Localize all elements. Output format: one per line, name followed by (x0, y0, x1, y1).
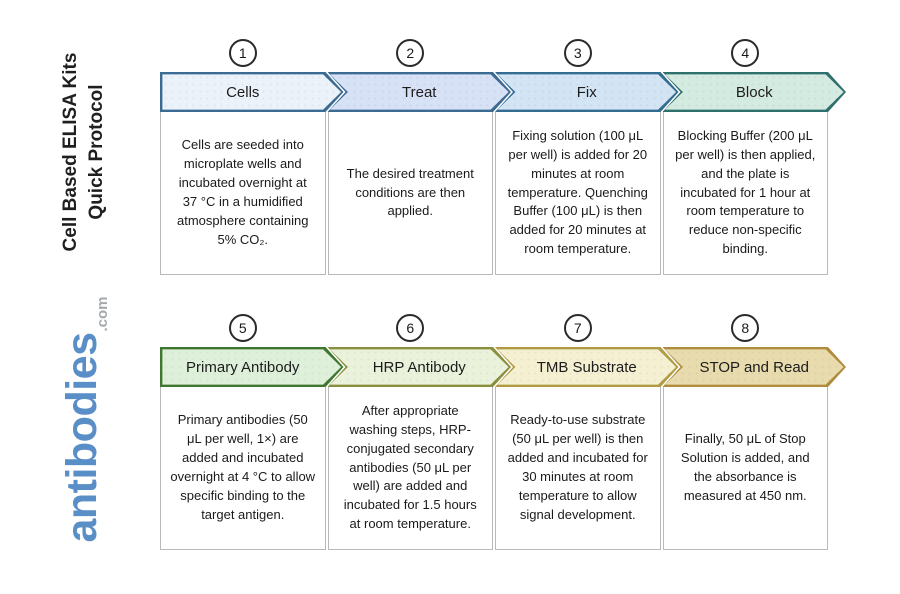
step-column-2: 2 Treat The desired treatment conditions… (327, 39, 494, 275)
step-description: After appropriate washing steps, HRP-con… (343, 403, 477, 532)
step-column-6: 6 HRP Antibody After appropriate washing… (327, 314, 494, 550)
step-number: 1 (238, 45, 247, 61)
page-title-line2: Quick Protocol (86, 84, 107, 220)
brand-logo-text: antibodies (58, 332, 106, 543)
step-column-1: 1 Cells Cells are seeded into microplate… (160, 39, 326, 275)
step-banner-arrow: Cells (160, 72, 344, 112)
step-label: Block (735, 83, 773, 101)
step-banner-arrow: Block (663, 72, 847, 112)
page-title-line1: Cell Based ELISA Kits (60, 52, 81, 252)
step-number-badge: 2 (396, 39, 425, 67)
step-description: Finally, 50 μL of Stop Solution is added… (680, 431, 810, 503)
step-number-badge: 3 (563, 39, 592, 67)
step-description-box: After appropriate washing steps, HRP-con… (327, 387, 493, 550)
step-number-badge: 5 (228, 314, 257, 342)
step-label: Primary Antibody (186, 358, 300, 376)
step-description: Fixing solution (100 μL per well) is add… (507, 128, 648, 257)
step-column-5: 5 Primary Antibody Primary antibodies (5… (160, 314, 326, 550)
step-label: TMB Substrate (536, 358, 637, 376)
step-banner-arrow: STOP and Read (663, 347, 847, 387)
step-description: Primary antibodies (50 μL per well, 1×) … (170, 412, 316, 522)
step-number: 6 (406, 320, 415, 336)
step-label: STOP and Read (699, 358, 810, 376)
step-number: 5 (238, 320, 247, 336)
step-label: Treat (402, 83, 437, 101)
page-title: Cell Based ELISA Kits Quick Protocol (58, 32, 114, 272)
step-banner-arrow: TMB Substrate (495, 347, 679, 387)
step-description: Blocking Buffer (200 μL per well) is the… (675, 128, 816, 257)
step-banner-arrow: Fix (495, 72, 679, 112)
step-number: 2 (406, 45, 415, 61)
step-description-box: Ready-to-use substrate (50 μL per well) … (495, 387, 661, 550)
arrow-fill-shape (497, 74, 676, 109)
step-column-7: 7 TMB Substrate Ready-to-use substrate (… (495, 314, 661, 550)
step-description-box: Fixing solution (100 μL per well) is add… (495, 112, 661, 275)
step-number: 3 (573, 45, 582, 61)
step-column-8: 8 STOP and Read Finally, 50 μL of Stop S… (662, 314, 829, 550)
step-description: Cells are seeded into microplate wells a… (176, 137, 309, 247)
arrow-fill-shape (497, 349, 676, 384)
brand-logo-suffix: .com (94, 296, 111, 332)
step-number-badge: 6 (396, 314, 425, 342)
step-banner-arrow: HRP Antibody (328, 347, 512, 387)
step-number-badge: 7 (563, 314, 592, 342)
step-banner-arrow: Treat (328, 72, 512, 112)
protocol-row-1: 1 Cells Cells are seeded into microplate… (160, 39, 828, 275)
arrow-fill-shape (665, 74, 844, 109)
arrow-fill-shape (162, 349, 341, 384)
step-description-box: The desired treatment conditions are the… (327, 112, 493, 275)
step-banner-arrow: Primary Antibody (160, 347, 344, 387)
brand-logo: antibodies.com (58, 270, 114, 570)
step-number-badge: 8 (731, 314, 760, 342)
step-label: HRP Antibody (372, 358, 466, 376)
step-description-box: Blocking Buffer (200 μL per well) is the… (662, 112, 828, 275)
step-label: Cells (226, 83, 260, 101)
step-description-box: Finally, 50 μL of Stop Solution is added… (662, 387, 828, 550)
step-description-box: Primary antibodies (50 μL per well, 1×) … (160, 387, 326, 550)
arrow-fill-shape (330, 349, 509, 384)
step-number-badge: 4 (731, 39, 760, 67)
protocol-diagram: 1 Cells Cells are seeded into microplate… (160, 39, 828, 589)
step-label: Fix (576, 83, 597, 101)
step-number: 8 (741, 320, 750, 336)
step-column-4: 4 Block Blocking Buffer (200 μL per well… (662, 39, 829, 275)
step-description: The desired treatment conditions are the… (346, 165, 474, 219)
step-number: 4 (741, 45, 750, 61)
step-description: Ready-to-use substrate (50 μL per well) … (507, 412, 648, 522)
arrow-fill-shape (330, 74, 509, 109)
protocol-row-2: 5 Primary Antibody Primary antibodies (5… (160, 314, 828, 550)
step-number: 7 (573, 320, 582, 336)
arrow-fill-shape (665, 349, 844, 384)
arrow-fill-shape (162, 74, 341, 109)
step-number-badge: 1 (228, 39, 257, 67)
step-description-box: Cells are seeded into microplate wells a… (160, 112, 326, 275)
step-column-3: 3 Fix Fixing solution (100 μL per well) … (495, 39, 661, 275)
